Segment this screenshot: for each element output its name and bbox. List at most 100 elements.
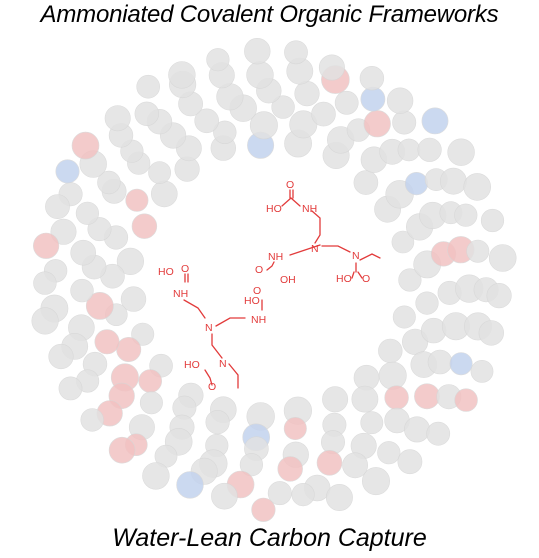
framework-atom [363, 110, 391, 138]
framework-atom [211, 482, 238, 510]
framework-atom [463, 173, 492, 201]
framework-atom [136, 74, 160, 99]
label-o: O [181, 263, 189, 275]
framework-atom [294, 80, 320, 107]
framework-atom [447, 138, 475, 166]
framework-atom [206, 48, 230, 72]
framework-atom [397, 138, 421, 162]
framework-atom [246, 61, 274, 89]
framework-atom [151, 180, 178, 208]
framework-atom [277, 456, 303, 482]
framework-atom [75, 201, 99, 225]
framework-atom [33, 271, 57, 295]
framework-atom [131, 322, 155, 346]
framework-atom [131, 213, 158, 239]
framework-atom [478, 320, 504, 346]
label-o: O [286, 179, 294, 191]
framework-atom [116, 336, 142, 362]
framework-atom [70, 239, 96, 266]
framework-atom [420, 317, 447, 344]
framework-atom [205, 410, 230, 435]
framework-atom [318, 54, 345, 81]
framework-atom [120, 286, 147, 312]
label-nh: NH [251, 314, 266, 326]
framework-atom [168, 61, 196, 89]
framework-atom [378, 361, 407, 390]
framework-atom [213, 120, 237, 145]
framework-atom [398, 268, 422, 292]
framework-atom [353, 170, 379, 195]
label-ho: HO [266, 203, 282, 215]
framework-atom [384, 385, 409, 410]
framework-atoms [31, 38, 517, 522]
framework-atom [85, 291, 114, 320]
framework-atom [488, 244, 517, 272]
label-n: N [219, 358, 227, 370]
framework-atom [360, 86, 386, 112]
framework-atom [176, 471, 204, 499]
label-o: O [253, 285, 261, 297]
bottom-title: Water-Lean Carbon Capture [112, 524, 427, 552]
top-title: Ammoniated Covalent Organic Frameworks [40, 1, 499, 28]
framework-atom [404, 172, 429, 196]
label-n: N [205, 322, 213, 334]
framework-atom [427, 349, 453, 375]
framework-atom [311, 101, 336, 127]
framework-atom [334, 90, 359, 115]
framework-atom [134, 101, 160, 127]
framework-atom [104, 105, 131, 132]
framework-atom [386, 87, 414, 114]
framework-atom [392, 110, 417, 135]
framework-atom [361, 467, 390, 496]
label-ho: HO [184, 359, 200, 371]
label-n: N [311, 243, 319, 255]
framework-atom [454, 388, 478, 412]
framework-atom [55, 159, 80, 184]
label-ho: HO [244, 295, 260, 307]
framework-atom [70, 278, 94, 303]
framework-atom [378, 338, 403, 364]
framework-atom [421, 107, 449, 135]
framework-atom [359, 65, 385, 91]
framework-atom [45, 194, 70, 220]
framework-atom [251, 497, 276, 522]
label-nh: NH [173, 288, 188, 300]
framework-atom [426, 421, 451, 446]
framework-atom [249, 111, 278, 140]
framework-atom [283, 416, 307, 440]
framework-atom [480, 208, 505, 233]
framework-atom [454, 203, 478, 227]
framework-atom [377, 441, 401, 465]
framework-atom [138, 369, 162, 393]
label-ho: HO [336, 273, 352, 285]
framework-atom [403, 416, 430, 443]
label-oh: OH [280, 274, 296, 286]
framework-atom [322, 386, 349, 413]
ammoniated-amine-molecule-a: O HO NH N NH O OH N HO O [255, 179, 381, 286]
framework-atom [342, 452, 369, 479]
framework-atom [116, 247, 144, 275]
framework-atom [466, 239, 490, 263]
framework-atom [108, 436, 136, 464]
framework-atom [80, 408, 104, 432]
label-o: O [208, 381, 216, 393]
framework-atom [87, 217, 112, 242]
ammoniated-amine-molecule-b: O HO NH N O HO NH N HO O [158, 263, 266, 393]
framework-atom [94, 329, 120, 355]
framework-atom [316, 449, 343, 476]
framework-atom [414, 383, 440, 410]
framework-atom [194, 108, 219, 134]
framework-atom [58, 376, 83, 401]
framework-atom [320, 430, 345, 455]
label-nh: NH [268, 251, 283, 263]
framework-atom [125, 188, 149, 212]
label-ho: HO [158, 266, 174, 278]
framework-atom [244, 38, 271, 65]
framework-atom [271, 95, 295, 119]
framework-atom [284, 40, 308, 65]
framework-atom [148, 161, 172, 185]
framework-atom [486, 283, 512, 309]
framework-atom [417, 137, 442, 162]
framework-atom [470, 359, 494, 383]
framework-atom [360, 411, 384, 435]
